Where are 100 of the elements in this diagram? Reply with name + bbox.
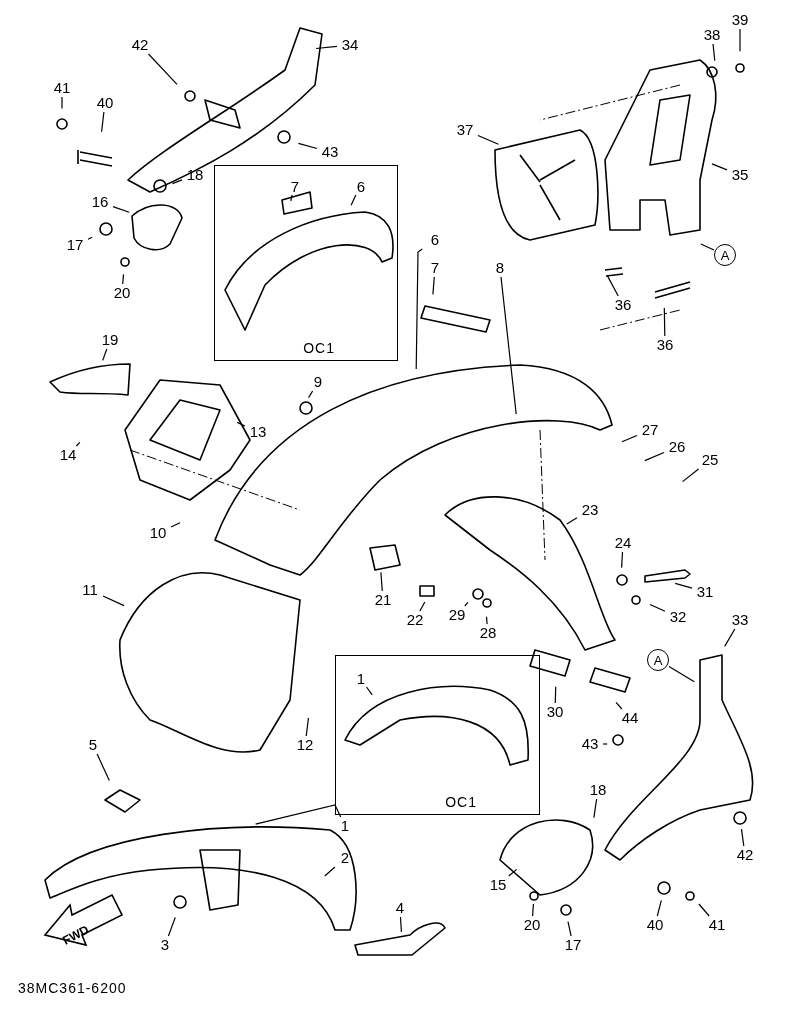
leader-line	[739, 28, 741, 52]
callout-number: 28	[475, 624, 501, 642]
leader-line	[606, 275, 619, 297]
callout-number: 1	[332, 817, 358, 835]
leader-line	[566, 517, 578, 525]
leader-line	[112, 206, 130, 213]
callout-number: 10	[145, 524, 171, 542]
leader-line	[315, 45, 338, 50]
reference-circle: A	[647, 649, 669, 671]
callout-number: 17	[560, 936, 586, 954]
leader-line	[682, 468, 700, 483]
leader-line	[102, 595, 125, 607]
leader-line	[415, 248, 423, 370]
leader-line	[61, 96, 63, 109]
callout-number: 44	[617, 709, 643, 727]
callout-number: 7	[422, 259, 448, 277]
leader-line	[297, 142, 318, 150]
callout-number: 17	[62, 236, 88, 254]
leader-line	[500, 276, 517, 415]
leader-line	[399, 916, 402, 933]
callout-number: 24	[610, 534, 636, 552]
kit-frame	[335, 655, 540, 815]
kit-code: OC1	[303, 340, 335, 356]
callout-number: 6	[422, 231, 448, 249]
callout-number: 34	[337, 36, 363, 54]
leader-line	[305, 717, 310, 737]
callout-number: 41	[49, 79, 75, 97]
leader-line	[700, 243, 715, 251]
leader-line	[380, 571, 383, 592]
leader-line	[75, 441, 81, 447]
callout-number: 26	[664, 438, 690, 456]
callout-number: 23	[577, 501, 603, 519]
leader-line	[668, 666, 695, 683]
leader-line	[740, 828, 745, 847]
leader-line	[593, 798, 598, 819]
leader-line	[236, 421, 246, 427]
leader-line	[554, 686, 557, 704]
leader-line	[147, 53, 178, 85]
leader-line	[621, 551, 624, 569]
leader-line	[621, 434, 638, 443]
leader-line	[365, 686, 373, 696]
callout-number: 29	[444, 606, 470, 624]
callout-number: 27	[637, 421, 663, 439]
callout-number: 18	[585, 781, 611, 799]
callout-number: 3	[152, 936, 178, 954]
leader-line	[532, 903, 534, 917]
kit-frame	[214, 165, 398, 361]
callout-number: 39	[727, 11, 753, 29]
callout-number: 4	[387, 899, 413, 917]
callout-number: 36	[652, 336, 678, 354]
leader-line	[674, 582, 693, 589]
drawing-number: 38MC361-6200	[18, 980, 127, 996]
callout-number: 6	[348, 178, 374, 196]
leader-line	[171, 179, 183, 185]
leader-line	[464, 601, 469, 607]
callout-number: 21	[370, 591, 396, 609]
callout-number: 9	[305, 373, 331, 391]
callout-number: 25	[697, 451, 723, 469]
leader-line	[656, 899, 662, 917]
callout-number: 14	[55, 446, 81, 464]
callout-number: 38	[699, 26, 725, 44]
callout-number: 30	[542, 703, 568, 721]
callout-number: 20	[109, 284, 135, 302]
reference-circle: A	[714, 244, 736, 266]
callout-number: 33	[727, 611, 753, 629]
callout-number: 19	[97, 331, 123, 349]
callout-number: 8	[487, 259, 513, 277]
leader-line	[102, 348, 108, 361]
callout-number: 41	[704, 916, 730, 934]
leader-line	[698, 903, 710, 917]
leader-line	[290, 194, 293, 202]
leader-line	[122, 273, 125, 285]
leader-line	[419, 601, 426, 612]
callout-number: 43	[317, 143, 343, 161]
callout-number: 35	[727, 166, 753, 184]
callout-number: 7	[282, 178, 308, 196]
leader-line	[567, 921, 572, 937]
leader-line	[167, 916, 176, 937]
leader-line	[508, 868, 518, 877]
callout-number: 40	[92, 94, 118, 112]
callout-number: 43	[577, 735, 603, 753]
callout-number: 11	[77, 581, 103, 599]
leader-line	[101, 111, 105, 133]
leader-line	[649, 603, 666, 612]
leader-line	[170, 522, 181, 528]
leader-line	[432, 276, 435, 295]
leader-line	[350, 194, 357, 206]
leader-line	[96, 753, 110, 782]
callout-number: 42	[127, 36, 153, 54]
leader-line	[255, 804, 342, 825]
leader-line	[644, 451, 665, 462]
callout-number: 32	[665, 608, 691, 626]
callout-number: 18	[182, 166, 208, 184]
leader-line	[663, 307, 666, 337]
leader-line	[724, 628, 736, 647]
callout-number: 13	[245, 423, 271, 441]
leader-line	[711, 163, 728, 171]
leader-line	[477, 134, 499, 145]
callout-number: 31	[692, 583, 718, 601]
leader-line	[712, 43, 716, 62]
